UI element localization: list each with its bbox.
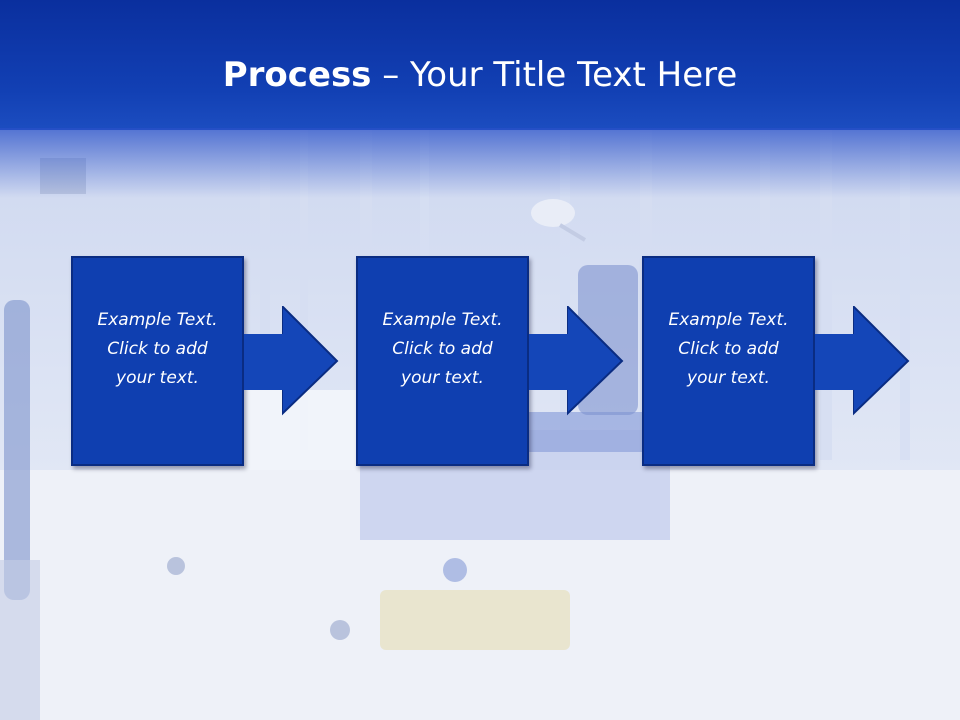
arrow-shaft-3: [815, 334, 857, 390]
slide-title[interactable]: Process – Your Title Text Here: [0, 52, 960, 98]
title-banner-fade: [0, 128, 960, 198]
step-1-text[interactable]: Example Text. Click to add your text.: [97, 309, 218, 388]
arrow-right-icon: [853, 306, 910, 416]
arrow-shaft-1: [244, 334, 286, 390]
process-step-3[interactable]: Example Text. Click to add your text.: [642, 256, 815, 466]
title-rest: – Your Title Text Here: [371, 55, 738, 95]
title-banner: [0, 0, 960, 130]
step-3-text[interactable]: Example Text. Click to add your text.: [668, 309, 789, 388]
title-bold: Process: [222, 55, 372, 95]
process-step-1[interactable]: Example Text. Click to add your text.: [71, 256, 244, 466]
arrow-shaft-2: [529, 334, 571, 390]
process-step-2[interactable]: Example Text. Click to add your text.: [356, 256, 529, 466]
arrow-right-icon: [567, 306, 624, 416]
arrow-right-icon: [282, 306, 339, 416]
step-2-text[interactable]: Example Text. Click to add your text.: [382, 309, 503, 388]
